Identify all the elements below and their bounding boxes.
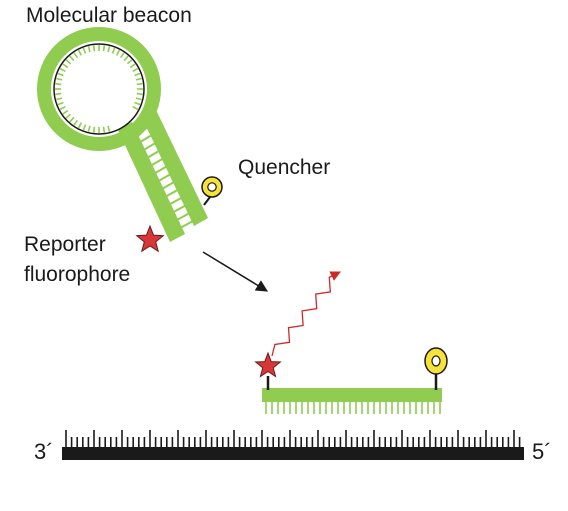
quencher-label: Quencher [238, 156, 331, 179]
probe-quencher-icon [424, 347, 448, 375]
five-prime-label: 5´ [532, 439, 552, 464]
target-strand [62, 430, 524, 460]
probe-fluorophore-icon [254, 351, 282, 378]
quencher-icon [201, 176, 223, 206]
beacon-loop [37, 27, 161, 151]
hybridized-probe [262, 372, 442, 414]
beacon-stem [118, 112, 208, 242]
wavy-emission-arrow-icon [271, 271, 341, 357]
transition-arrow-icon [202, 251, 269, 292]
reporter-fluorophore-label: Reporter fluorophore [24, 230, 130, 290]
three-prime-label: 3´ [34, 439, 54, 464]
reporter-fluorophore-icon [135, 224, 165, 253]
diagram-title: Molecular beacon [26, 4, 192, 27]
reporter-label-line2: fluorophore [24, 263, 131, 286]
reporter-label-line1: Reporter [24, 233, 106, 256]
